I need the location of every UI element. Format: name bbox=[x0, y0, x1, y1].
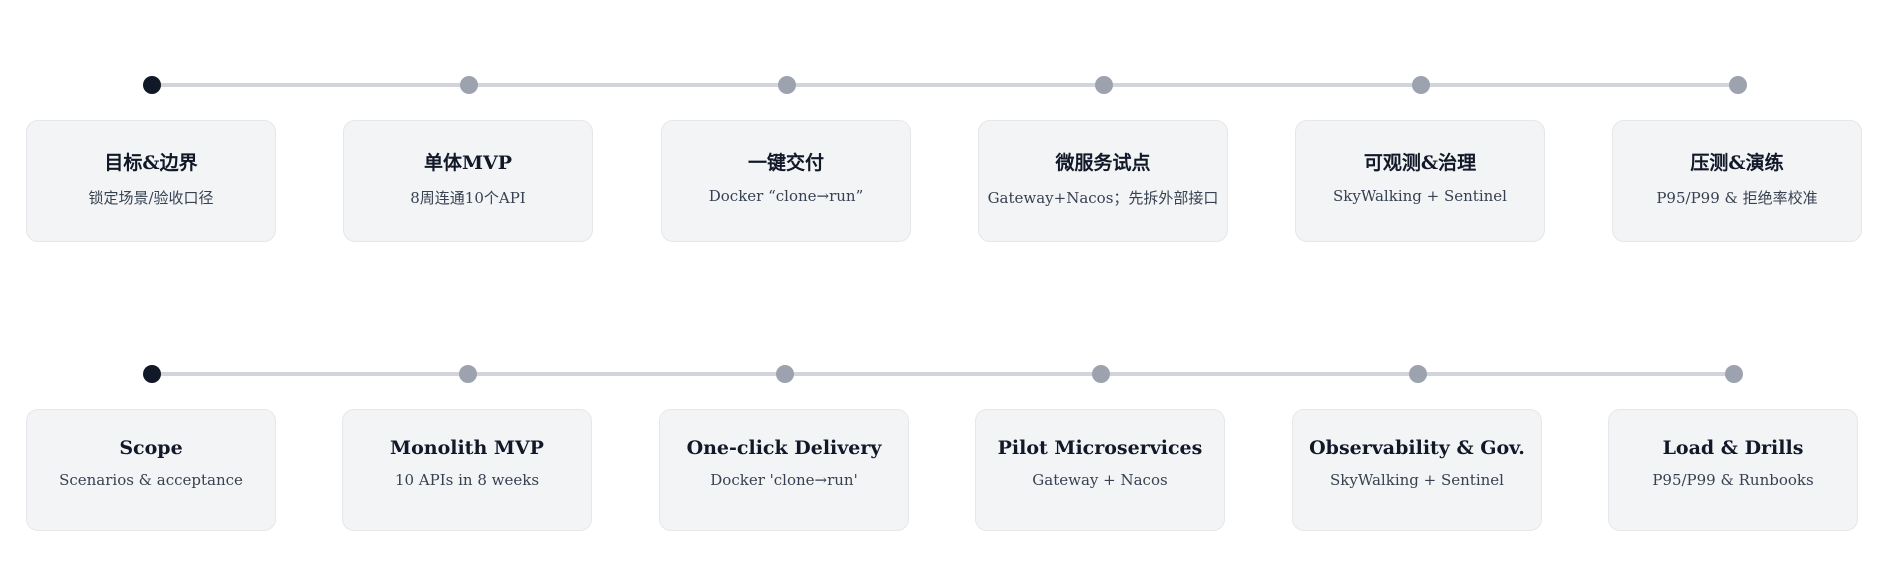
milestone-goals-boundaries: 目标&边界 锁定场景/验收口径 bbox=[26, 70, 278, 270]
milestone-one-click-delivery: 一键交付 Docker “clone→run” bbox=[661, 70, 913, 270]
milestone-dot bbox=[1095, 76, 1113, 94]
milestone-desc: 10 APIs in 8 weeks bbox=[394, 471, 540, 489]
milestone-title: 微服务试点 bbox=[1055, 152, 1151, 174]
milestone-desc: Docker 'clone→run' bbox=[710, 471, 858, 489]
milestone-title: One-click Delivery bbox=[686, 437, 882, 459]
milestone-card: 微服务试点 Gateway+Nacos；先拆外部接口 bbox=[978, 120, 1228, 242]
milestone-card: 单体MVP 8周连通10个API bbox=[343, 120, 593, 242]
milestone-load-drills: 压测&演练 P95/P99 & 拒绝率校准 bbox=[1612, 70, 1864, 270]
milestone-desc: SkyWalking + Sentinel bbox=[1333, 187, 1507, 205]
milestone-card: Pilot Microservices Gateway + Nacos bbox=[975, 409, 1225, 531]
milestone-card: 可观测&治理 SkyWalking + Sentinel bbox=[1295, 120, 1545, 242]
milestone-title: Pilot Microservices bbox=[997, 437, 1203, 459]
milestone-title: Monolith MVP bbox=[390, 437, 544, 459]
timeline-en: Scope Scenarios & acceptance Monolith MV… bbox=[0, 359, 1892, 559]
milestone-dot-active bbox=[143, 76, 161, 94]
timeline-track bbox=[151, 83, 1738, 87]
milestone-title: Observability & Gov. bbox=[1309, 437, 1525, 459]
milestone-desc: Gateway+Nacos；先拆外部接口 bbox=[987, 189, 1219, 207]
milestone-desc: P95/P99 & Runbooks bbox=[1652, 471, 1814, 489]
milestone-title: 单体MVP bbox=[423, 152, 513, 174]
milestone-one-click-delivery: One-click Delivery Docker 'clone→run' bbox=[659, 359, 911, 559]
milestone-dot bbox=[776, 365, 794, 383]
milestone-load-drills: Load & Drills P95/P99 & Runbooks bbox=[1608, 359, 1860, 559]
milestone-card: One-click Delivery Docker 'clone→run' bbox=[659, 409, 909, 531]
milestone-monolith-mvp: 单体MVP 8周连通10个API bbox=[343, 70, 595, 270]
milestone-title: Scope bbox=[119, 437, 183, 459]
milestone-scope: Scope Scenarios & acceptance bbox=[26, 359, 278, 559]
milestone-desc: 8周连通10个API bbox=[410, 189, 526, 207]
milestone-card: Monolith MVP 10 APIs in 8 weeks bbox=[342, 409, 592, 531]
milestone-card: 目标&边界 锁定场景/验收口径 bbox=[26, 120, 276, 242]
milestone-card: Scope Scenarios & acceptance bbox=[26, 409, 276, 531]
milestone-card: 一键交付 Docker “clone→run” bbox=[661, 120, 911, 242]
milestone-dot bbox=[1725, 365, 1743, 383]
milestone-observability-governance: Observability & Gov. SkyWalking + Sentin… bbox=[1292, 359, 1544, 559]
milestone-title: 可观测&治理 bbox=[1363, 152, 1477, 174]
milestone-desc: Scenarios & acceptance bbox=[59, 471, 243, 489]
timeline-track bbox=[151, 372, 1734, 376]
milestone-title: 目标&边界 bbox=[104, 152, 198, 174]
milestone-pilot-microservices: Pilot Microservices Gateway + Nacos bbox=[975, 359, 1227, 559]
milestone-desc: Gateway + Nacos bbox=[1032, 471, 1168, 489]
milestone-dot bbox=[460, 76, 478, 94]
milestone-dot bbox=[459, 365, 477, 383]
milestone-card: Observability & Gov. SkyWalking + Sentin… bbox=[1292, 409, 1542, 531]
milestone-title: 一键交付 bbox=[747, 152, 824, 174]
milestone-desc: Docker “clone→run” bbox=[708, 187, 864, 205]
milestone-dot bbox=[778, 76, 796, 94]
milestone-monolith-mvp: Monolith MVP 10 APIs in 8 weeks bbox=[342, 359, 594, 559]
milestone-microservices-pilot: 微服务试点 Gateway+Nacos；先拆外部接口 bbox=[978, 70, 1230, 270]
milestone-desc: P95/P99 & 拒绝率校准 bbox=[1656, 189, 1818, 207]
milestone-dot bbox=[1412, 76, 1430, 94]
milestone-desc: 锁定场景/验收口径 bbox=[88, 189, 214, 207]
milestone-dot bbox=[1092, 365, 1110, 383]
milestone-dot-active bbox=[143, 365, 161, 383]
timeline-zh: 目标&边界 锁定场景/验收口径 单体MVP 8周连通10个API 一键交付 Do… bbox=[0, 70, 1892, 270]
milestone-card: Load & Drills P95/P99 & Runbooks bbox=[1608, 409, 1858, 531]
milestone-title: Load & Drills bbox=[1662, 437, 1804, 459]
milestone-dot bbox=[1409, 365, 1427, 383]
milestone-desc: SkyWalking + Sentinel bbox=[1330, 471, 1504, 489]
milestone-card: 压测&演练 P95/P99 & 拒绝率校准 bbox=[1612, 120, 1862, 242]
milestone-observability-governance: 可观测&治理 SkyWalking + Sentinel bbox=[1295, 70, 1547, 270]
milestone-title: 压测&演练 bbox=[1690, 152, 1784, 174]
milestone-dot bbox=[1729, 76, 1747, 94]
